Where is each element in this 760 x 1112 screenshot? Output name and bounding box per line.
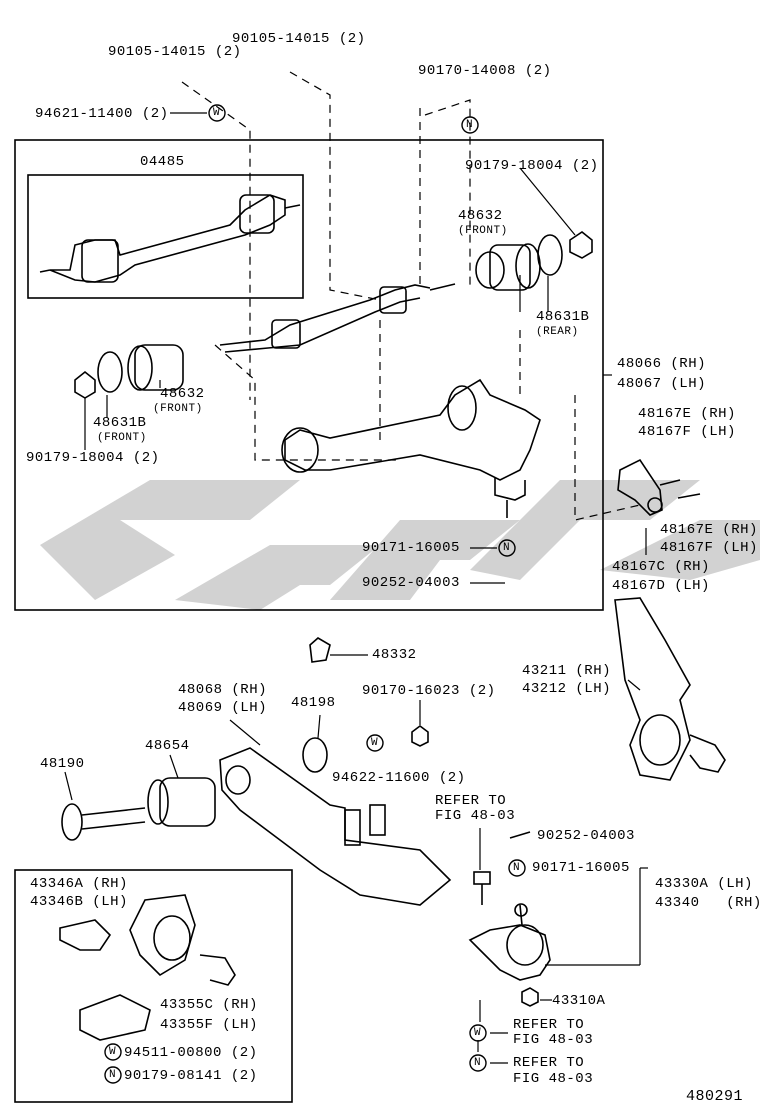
nut-90170-16023: [411, 725, 429, 747]
shield-drawing: [79, 994, 151, 1041]
bolt-48190: [61, 803, 146, 841]
part-label: 43355F (LH): [160, 1017, 258, 1033]
upper-arm-drawing: [281, 378, 541, 518]
w-marker: W: [213, 107, 221, 119]
diagram-id: 480291: [686, 1088, 744, 1105]
kit-04485-frame: [27, 174, 304, 299]
part-label: 90171-16005: [362, 540, 460, 556]
bushing-48654: [147, 777, 216, 827]
part-label: 90179-18004 (2): [26, 450, 160, 466]
part-label: 43212 (LH): [522, 681, 612, 697]
line-art: [14, 71, 726, 1103]
dust-cover-drawing: [59, 919, 112, 951]
part-label: 48067 (LH): [617, 376, 707, 392]
kit-shaft-drawing: [39, 194, 301, 283]
part-label: 48332: [372, 647, 417, 663]
part-label: 90252-04003: [362, 575, 460, 591]
part-label: 48167C (RH): [612, 559, 710, 575]
bushing-48632-front-rh: [475, 243, 541, 291]
refer-label: FIG 48-03: [435, 808, 516, 824]
cotter-pin-lower: [509, 831, 531, 839]
watermark-logo: [40, 480, 760, 610]
nut-90179-rh: [569, 231, 593, 259]
part-label: 90170-14008 (2): [418, 63, 552, 79]
nut-90179-lh: [74, 370, 96, 399]
part-label: 90179-18004 (2): [465, 158, 599, 174]
n-marker: N: [474, 1057, 482, 1069]
washer-48631b-rear: [537, 234, 563, 276]
w-marker: W: [371, 737, 379, 749]
bracket-48167-drawing: [617, 458, 701, 516]
part-label: 48631B: [93, 415, 147, 431]
refer-label: FIG 48-03: [513, 1071, 594, 1087]
n-marker: N: [503, 542, 511, 554]
part-label: 90170-16023 (2): [362, 683, 496, 699]
part-label: 48190: [40, 756, 85, 772]
part-label: 48167E (RH): [638, 406, 736, 422]
part-label: 48068 (RH): [178, 682, 268, 698]
part-label: 04485: [140, 154, 185, 170]
part-label: 48631B: [536, 309, 590, 325]
part-label: 43310A: [552, 993, 606, 1009]
part-label: 48167E (RH): [660, 522, 758, 538]
part-label: 48167F (LH): [638, 424, 736, 440]
inset-knuckle-drawing: [129, 894, 236, 986]
refer-label: REFER TO: [513, 1055, 585, 1071]
steering-knuckle-drawing: [614, 597, 726, 781]
part-label: 48654: [145, 738, 190, 754]
part-label: 90179-08141 (2): [124, 1068, 258, 1084]
n-marker: N: [513, 862, 521, 874]
part-label: 48167D (LH): [612, 578, 710, 594]
part-label: 43355C (RH): [160, 997, 258, 1013]
part-note: (FRONT): [153, 403, 203, 415]
part-label: 90252-04003: [537, 828, 635, 844]
n-marker: N: [109, 1069, 117, 1081]
lower-ball-joint-drawing: [468, 903, 551, 1007]
part-label: 90105-14015 (2): [232, 31, 366, 47]
w-marker: W: [474, 1027, 482, 1039]
part-label: 90171-16005: [532, 860, 630, 876]
part-label: 90105-14015 (2): [108, 44, 242, 60]
part-label: 48198: [291, 695, 336, 711]
lower-arm-drawing: [219, 747, 452, 906]
bushing-48632-front-lh: [127, 344, 184, 391]
part-label: 94621-11400 (2): [35, 106, 169, 122]
inset-frame: [14, 869, 293, 1103]
part-label: 94511-00800 (2): [124, 1045, 258, 1061]
part-label: 48632: [160, 386, 205, 402]
part-label: 48632: [458, 208, 503, 224]
markers: [104, 104, 526, 1084]
part-label: 43211 (RH): [522, 663, 612, 679]
bolt-refer-fig: [473, 871, 491, 905]
refer-label: REFER TO: [435, 793, 507, 809]
part-label: 43346B (LH): [30, 894, 128, 910]
part-note: (REAR): [536, 326, 579, 338]
dashed-guides: [181, 71, 641, 521]
refer-label: REFER TO: [513, 1017, 585, 1033]
n-marker: N: [466, 119, 474, 131]
w-marker: W: [109, 1046, 117, 1058]
part-label: 43330A (LH): [655, 876, 753, 892]
part-label: 48069 (LH): [178, 700, 268, 716]
refer-label: FIG 48-03: [513, 1032, 594, 1048]
part-label: 48066 (RH): [617, 356, 707, 372]
part-label: 94622-11600 (2): [332, 770, 466, 786]
part-note: (FRONT): [97, 432, 147, 444]
washer-48631b-front: [97, 351, 123, 393]
part-label: 43346A (RH): [30, 876, 128, 892]
part-label: 48167F (LH): [660, 540, 758, 556]
bumper-48332: [309, 637, 331, 663]
cushion-48198: [302, 737, 328, 773]
part-label: 43340 (RH): [655, 895, 760, 911]
part-note: (FRONT): [458, 225, 508, 237]
upper-shaft-drawing: [219, 283, 456, 353]
leader-lines: [64, 112, 648, 1064]
